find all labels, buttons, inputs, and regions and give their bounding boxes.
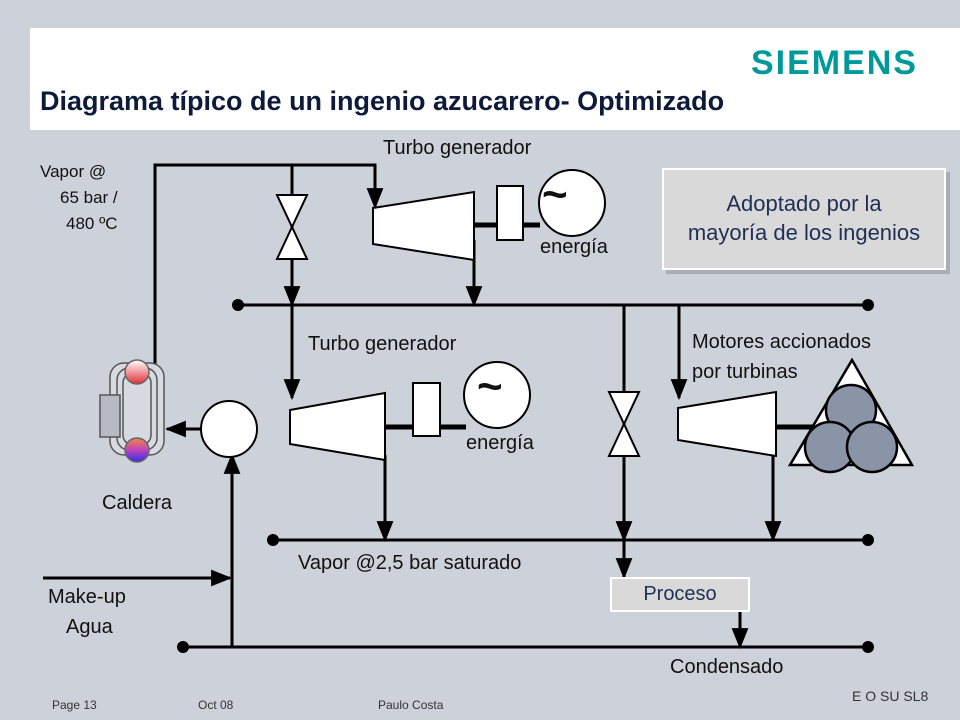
energy-label-1: energía: [540, 236, 608, 258]
turbo-generator-2-label: Turbo generador: [308, 333, 457, 355]
note-box: Adoptado por la mayoría de los ingenios: [662, 168, 946, 270]
footer-page: Page 13: [52, 698, 97, 712]
siemens-logo: SIEMENS: [750, 44, 918, 82]
turbine-1: [372, 190, 475, 262]
valve-1: [275, 194, 309, 260]
turbo-generator-1-label: Turbo generador: [383, 137, 532, 159]
process-box: Proceso: [610, 577, 750, 612]
coupling-2: [412, 382, 441, 437]
motors-label-1: Motores accionados: [692, 331, 871, 353]
mill-rollers: [803, 383, 899, 474]
hp-steam-line: [153, 163, 384, 365]
header-bar: SIEMENS Diagrama típico de un ingenio az…: [30, 28, 960, 130]
footer-date: Oct 08: [198, 698, 234, 712]
deaerator: [200, 400, 258, 458]
generator-2: [463, 361, 531, 429]
energy-label-2: energía: [466, 432, 534, 454]
motors-label-2: por turbinas: [692, 361, 798, 383]
lp-steam-label: Vapor @2,5 bar saturado: [298, 552, 522, 574]
makeup-label-1: Make-up: [48, 586, 126, 608]
condensate-label: Condensado: [670, 656, 784, 678]
footer-code: E O SU SL8: [852, 688, 929, 704]
valve-2: [607, 391, 641, 457]
hp-steam-label-2: 65 bar /: [60, 188, 118, 207]
makeup-label-2: Agua: [66, 616, 113, 638]
boiler: [99, 359, 165, 463]
coupling-1: [496, 185, 524, 241]
page-title: Diagrama típico de un ingenio azucarero-…: [40, 86, 725, 116]
boiler-label: Caldera: [102, 492, 173, 514]
hp-steam-label-3: 480 ºC: [66, 214, 118, 233]
motor-turbine: [677, 390, 777, 458]
turbine-2: [289, 391, 386, 462]
generator-1: [538, 169, 606, 237]
footer-author: Paulo Costa: [378, 698, 444, 712]
generator-2-symbol: ~: [477, 362, 503, 411]
hp-steam-label-1: Vapor @: [40, 162, 107, 181]
generator-1-symbol: ~: [542, 170, 568, 219]
